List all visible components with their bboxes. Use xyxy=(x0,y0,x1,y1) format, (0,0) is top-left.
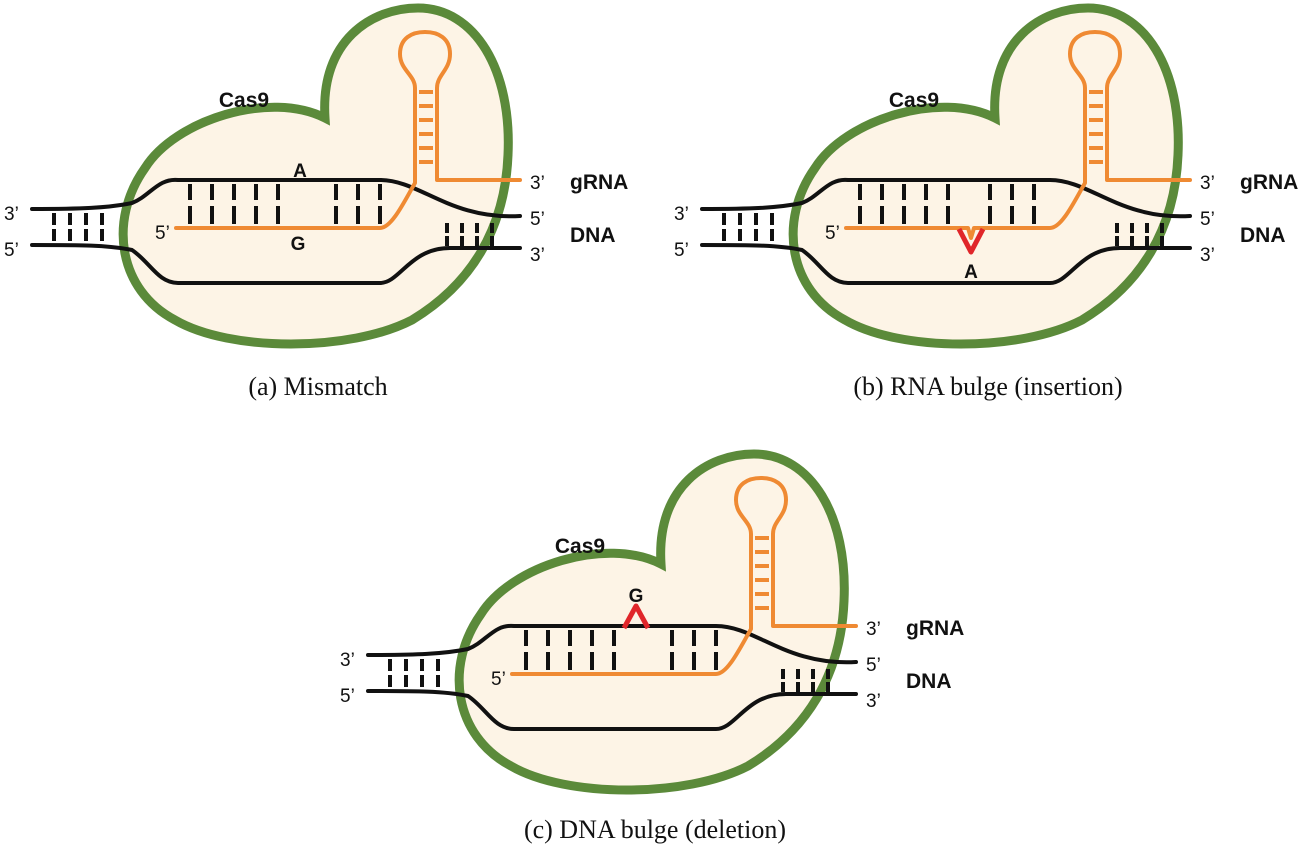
end-label-left-bottom: 5’ xyxy=(340,686,355,707)
grna-strand xyxy=(844,30,1192,240)
bulge-base: G xyxy=(629,586,644,607)
dna-label: DNA xyxy=(906,670,952,693)
end-label-rna-5: 5’ xyxy=(825,223,840,244)
end-label-right-bottom: 3’ xyxy=(1200,245,1215,266)
end-label-left-top: 3’ xyxy=(4,204,19,225)
end-label-rna-3: 3’ xyxy=(1200,173,1215,194)
grna-label: gRNA xyxy=(570,171,628,194)
caption-b: (b) RNA bulge (insertion) xyxy=(853,372,1122,401)
cas9-label: Cas9 xyxy=(555,535,605,558)
end-label-right-bottom: 3’ xyxy=(866,691,881,712)
end-label-rna-3: 3’ xyxy=(866,619,881,640)
cas9-label: Cas9 xyxy=(219,89,269,112)
dna-target-strand xyxy=(366,623,858,665)
end-label-right-top: 5’ xyxy=(866,655,881,676)
caption-c: (c) DNA bulge (deletion) xyxy=(524,815,786,844)
rna-bulge-mark xyxy=(956,227,986,255)
grna-label: gRNA xyxy=(906,617,964,640)
base-pair-rungs xyxy=(52,184,494,246)
dna-nontarget-strand xyxy=(30,243,522,285)
caption-a: (a) Mismatch xyxy=(248,372,387,401)
panel-b: Cas9 3’ 5’ 5’ 3’ 5’ 3’ gRNA DNA A xyxy=(674,3,1298,349)
end-label-left-bottom: 5’ xyxy=(674,240,689,261)
end-label-right-top: 5’ xyxy=(1200,209,1215,230)
end-label-left-top: 3’ xyxy=(340,650,355,671)
dna-target-strand xyxy=(30,177,522,219)
grna-strand xyxy=(510,476,858,676)
dna-nontarget-strand xyxy=(700,243,1192,285)
end-label-rna-5: 5’ xyxy=(155,223,170,244)
dna-label: DNA xyxy=(1240,224,1286,247)
dna-nontarget-strand xyxy=(366,689,858,731)
panel-a: Cas9 3’ 5’ 5’ 3’ 5’ 3’ gRNA DNA A G xyxy=(4,3,628,349)
grna-label: gRNA xyxy=(1240,171,1298,194)
end-label-right-top: 5’ xyxy=(530,209,545,230)
base-pair-rungs xyxy=(388,630,830,692)
dna-target-strand xyxy=(700,177,1192,219)
end-label-left-bottom: 5’ xyxy=(4,240,19,261)
mismatch-base-bottom: G xyxy=(291,234,306,255)
bulge-base: A xyxy=(964,262,978,283)
end-label-left-top: 3’ xyxy=(674,204,689,225)
dna-bulge-mark xyxy=(621,603,651,630)
end-label-rna-5: 5’ xyxy=(491,669,506,690)
base-pair-rungs xyxy=(722,184,1164,246)
end-label-right-bottom: 3’ xyxy=(530,245,545,266)
grna-strand xyxy=(174,30,522,230)
mismatch-base-top: A xyxy=(293,161,307,182)
end-label-rna-3: 3’ xyxy=(530,173,545,194)
cas9-label: Cas9 xyxy=(889,89,939,112)
panel-c: Cas9 3’ 5’ 5’ 3’ 5’ 3’ gRNA DNA G xyxy=(340,449,964,795)
dna-label: DNA xyxy=(570,224,616,247)
